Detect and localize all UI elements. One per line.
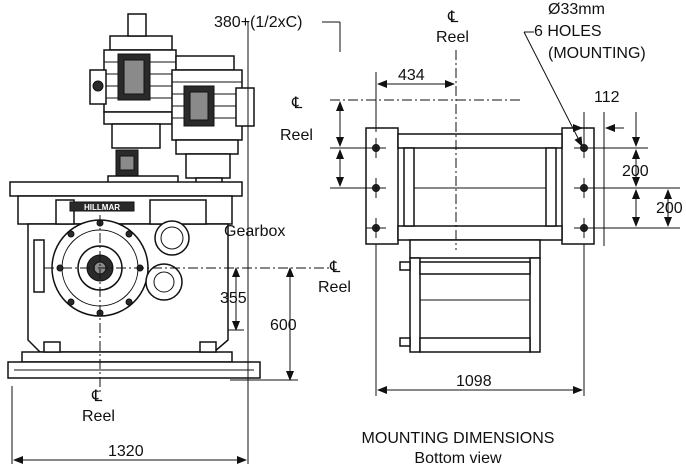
reel-label-bottom: Reel xyxy=(82,408,115,425)
hole-leader xyxy=(523,31,583,147)
gearbox-body: HILLMAR xyxy=(9,181,243,353)
dim-112-label: 112 xyxy=(594,89,620,106)
dim-600-label: 600 xyxy=(270,317,297,334)
mounting-bottom-view xyxy=(365,127,595,353)
mount-pad-left xyxy=(365,127,399,245)
mount-pad-right xyxy=(561,127,595,245)
mounting-title: MOUNTING DIMENSIONS xyxy=(362,430,555,447)
upper-motor xyxy=(89,13,179,189)
dim-200a-label: 200 xyxy=(622,163,649,180)
dim-380-label: 380+(1/2xC) xyxy=(214,14,303,31)
cl-symbol-top: ℄ xyxy=(447,9,459,26)
cl-symbol-right: ℄ xyxy=(329,259,341,276)
cl-symbol-bottom: ℄ xyxy=(91,388,103,405)
mounting-subtitle: Bottom view xyxy=(414,450,502,467)
hole-count-label: 6 HOLES xyxy=(534,23,602,40)
reel-label-mid: Reel xyxy=(280,127,313,144)
reel-label-right: Reel xyxy=(318,279,351,296)
reel-label-top: Reel xyxy=(436,29,469,46)
gearbox-label: Gearbox xyxy=(224,223,285,240)
cl-symbol-mid: ℄ xyxy=(291,95,303,112)
brand-plate: HILLMAR xyxy=(84,203,120,212)
right-motor xyxy=(171,55,255,193)
dim-434-label: 434 xyxy=(398,67,425,84)
dim-355-label: 355 xyxy=(220,290,247,307)
dim-1320-label: 1320 xyxy=(108,443,144,460)
hole-purpose-label: (MOUNTING) xyxy=(548,45,646,62)
base-frame xyxy=(7,341,261,379)
hole-diameter-label: Ø33mm xyxy=(548,1,605,18)
dim-200b-label: 200 xyxy=(656,200,683,217)
gearbox-front-view: HILLMAR xyxy=(7,13,261,379)
dim-1098-label: 1098 xyxy=(456,373,492,390)
